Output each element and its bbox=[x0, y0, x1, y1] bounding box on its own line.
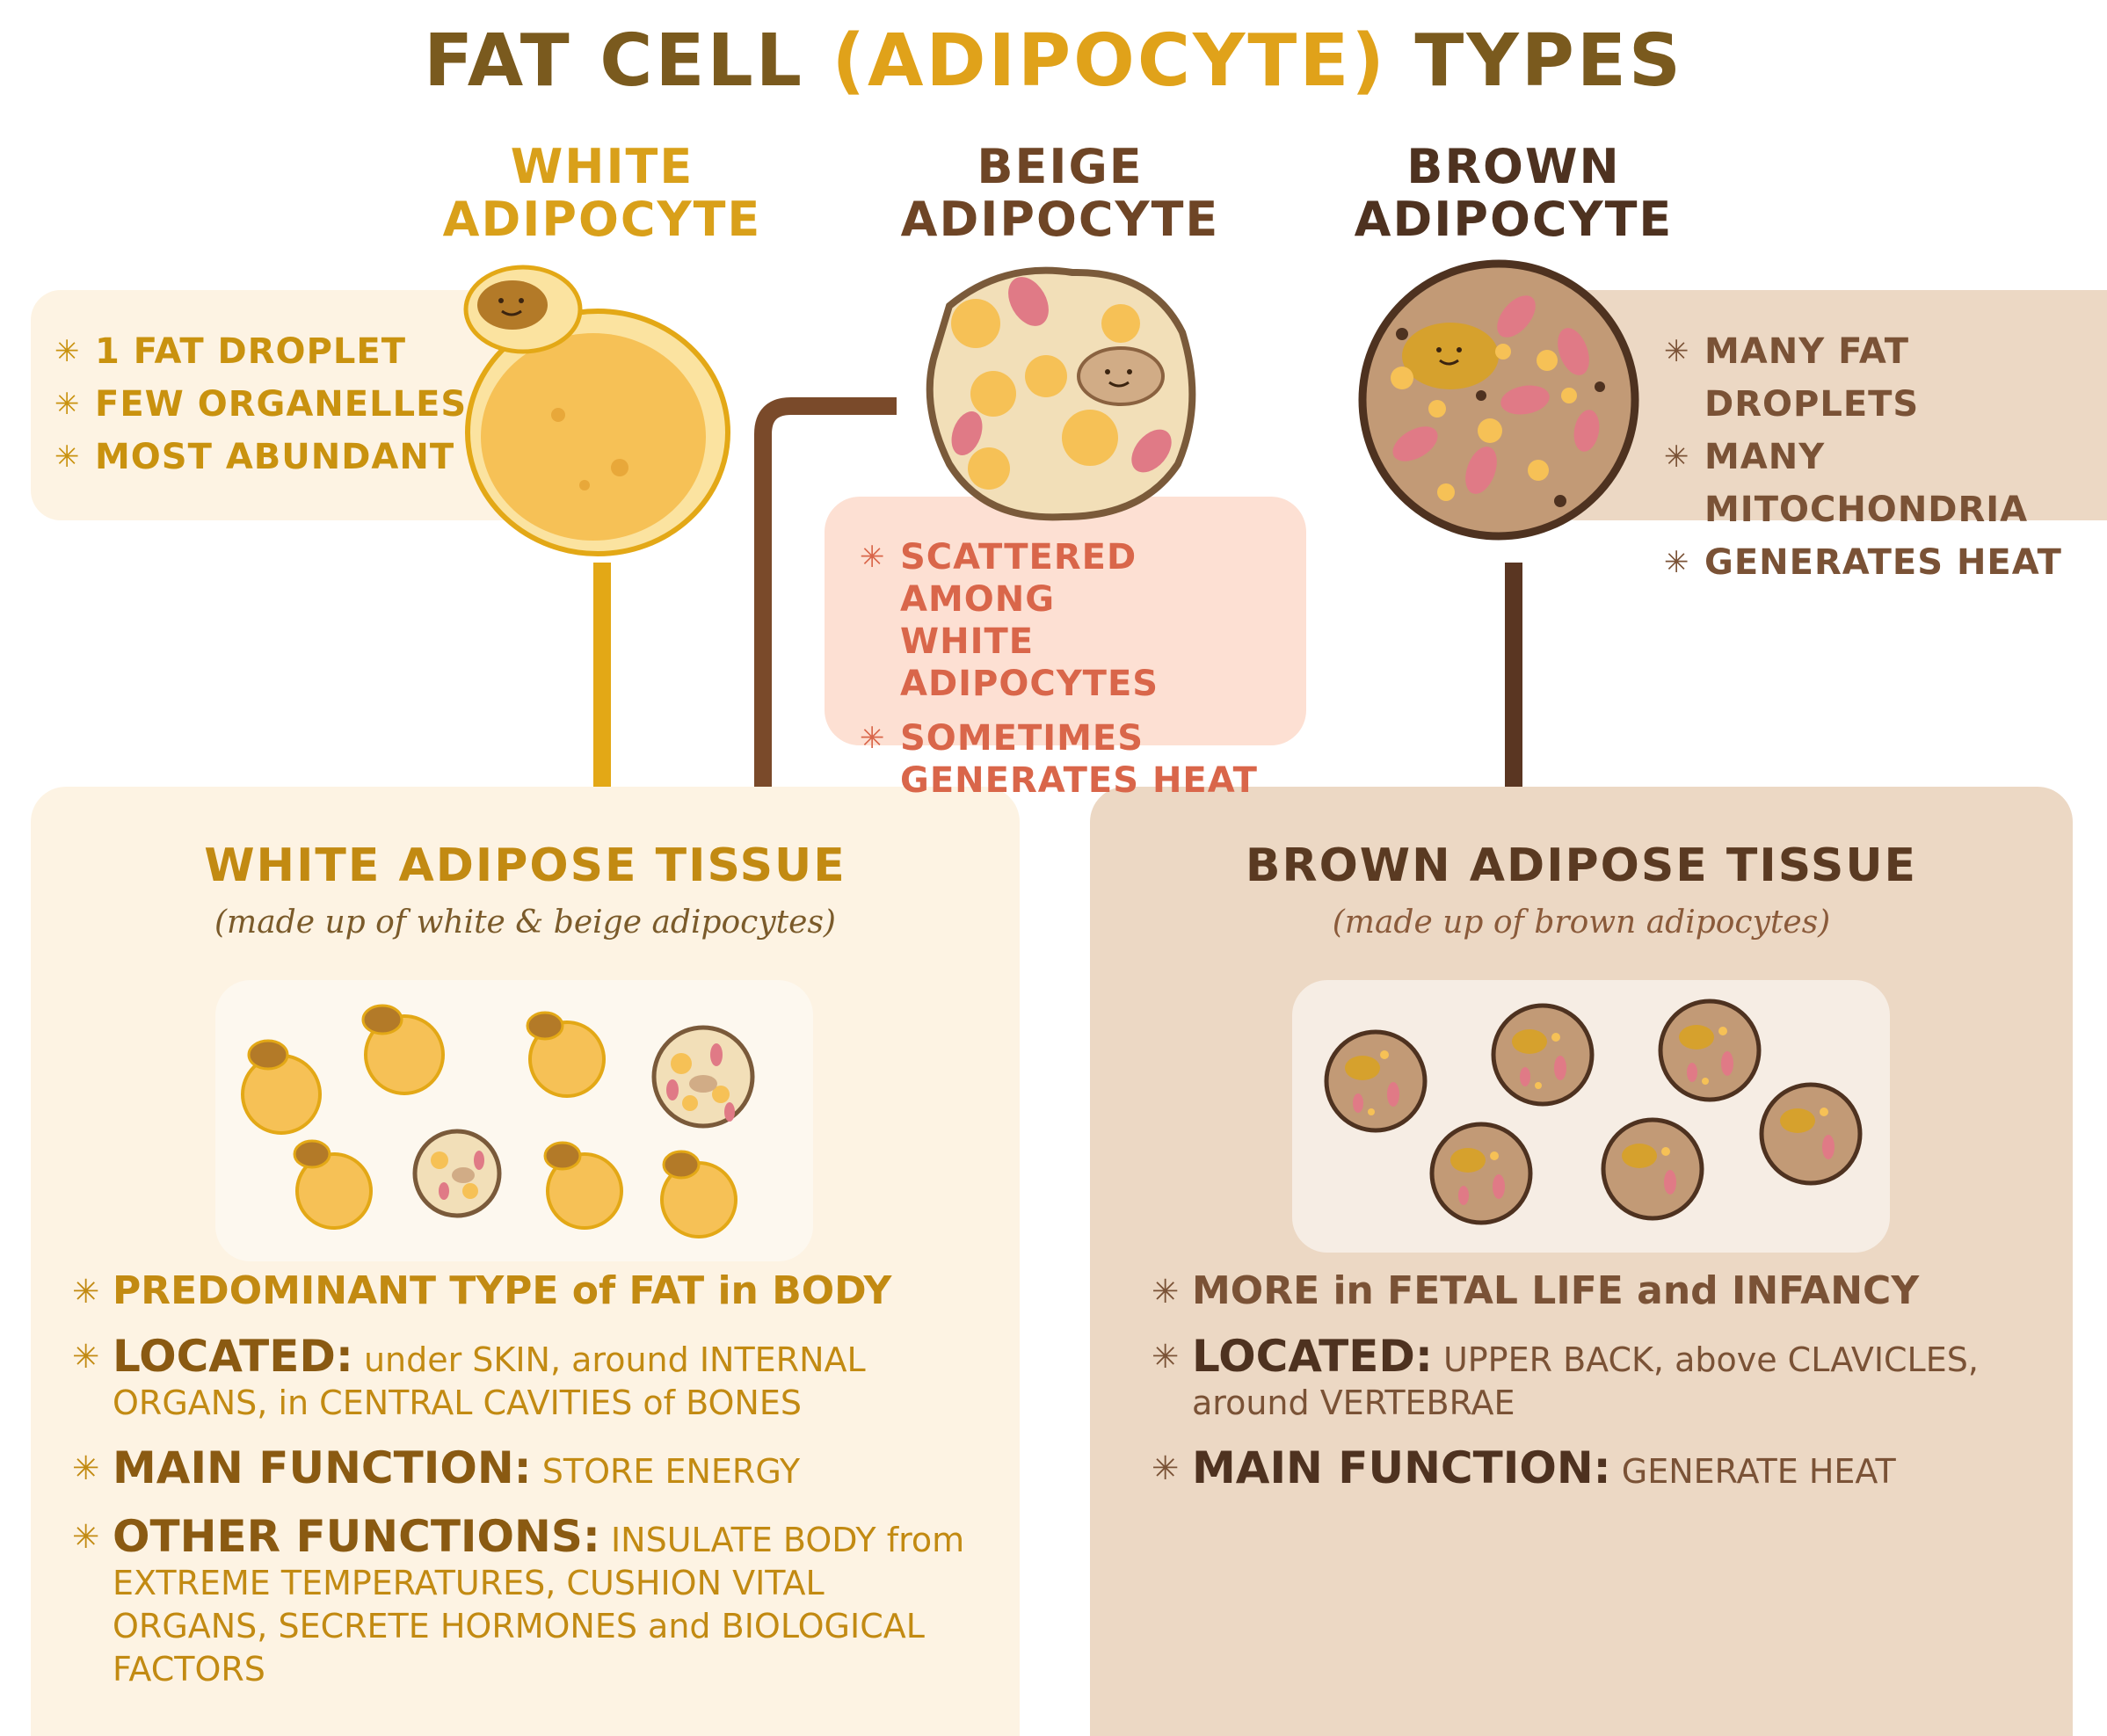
white-cell-bullet: MOST ABUNDANT bbox=[54, 431, 476, 483]
nucleus bbox=[1402, 323, 1499, 389]
white-fact-text: PREDOMINANT TYPE of FAT in BODY bbox=[113, 1268, 892, 1313]
white-tissue-subtitle: (made up of white & beige adipocytes) bbox=[214, 904, 836, 941]
white-cell-title: WHITE ADIPOCYTE bbox=[426, 141, 778, 246]
white-cell-title-line2: ADIPOCYTE bbox=[442, 192, 762, 247]
beige-cell-title-line2: ADIPOCYTE bbox=[900, 192, 1220, 247]
page-title: FAT CELL (ADIPOCYTE) TYPES bbox=[0, 19, 2107, 103]
brown-tissue-facts: MORE in FETAL LIFE and INFANCY LOCATED: … bbox=[1152, 1270, 2057, 1515]
white-tissue-facts: PREDOMINANT TYPE of FAT in BODY LOCATED:… bbox=[72, 1270, 986, 1713]
white-cell-bullets: 1 FAT DROPLET FEW ORGANELLES MOST ABUNDA… bbox=[54, 325, 476, 483]
brown-fact-text: MORE in FETAL LIFE and INFANCY bbox=[1192, 1268, 1920, 1313]
white-fact-key: LOCATED: bbox=[113, 1331, 353, 1382]
beige-adipocyte-illustration bbox=[926, 266, 1196, 521]
white-cell-title-line1: WHITE bbox=[510, 139, 694, 194]
brown-tissue-subtitle: (made up of brown adipocytes) bbox=[1332, 904, 1831, 941]
beige-bullet2-line1: SOMETIMES bbox=[900, 718, 1144, 759]
brown-tissue-panel bbox=[1090, 787, 2073, 1736]
title-accent: (ADIPOCYTE) bbox=[832, 19, 1387, 103]
brown-fact-text: GENERATE HEAT bbox=[1610, 1452, 1896, 1491]
brown-cell-bullets: MANY FAT DROPLETS MANY MITOCHONDRIA GENE… bbox=[1664, 325, 2103, 589]
brown-cell-bullet: MANY FAT DROPLETS bbox=[1664, 325, 2103, 431]
white-fact-key: MAIN FUNCTION: bbox=[113, 1442, 532, 1493]
brown-tissue-header: BROWN ADIPOSE TISSUE (made up of brown a… bbox=[1090, 839, 2073, 941]
nucleus bbox=[1077, 346, 1165, 406]
white-fact: PREDOMINANT TYPE of FAT in BODY bbox=[72, 1268, 986, 1313]
brown-adipocyte-illustration bbox=[1358, 259, 1639, 541]
white-fact-text: INSULATE BODY from EXTREME TEMPERATURES,… bbox=[113, 1521, 965, 1689]
brown-fact: MAIN FUNCTION: GENERATE HEAT bbox=[1152, 1446, 2057, 1493]
title-part1: FAT CELL bbox=[424, 19, 832, 103]
brown-cell-title: BROWN ADIPOCYTE bbox=[1338, 141, 1689, 246]
brown-fact: MORE in FETAL LIFE and INFANCY bbox=[1152, 1268, 2057, 1313]
brown-cell-title-line1: BROWN bbox=[1406, 139, 1621, 194]
white-fact-text: STORE ENERGY bbox=[531, 1452, 801, 1491]
brown-fact-text: UPPER BACK, above CLAVICLES, around VERT… bbox=[1192, 1340, 1979, 1422]
white-cell-bullet: 1 FAT DROPLET bbox=[54, 325, 476, 378]
brown-fact: LOCATED: UPPER BACK, above CLAVICLES, ar… bbox=[1152, 1334, 2057, 1424]
white-tissue-title: WHITE ADIPOSE TISSUE bbox=[204, 839, 846, 892]
brown-tissue-title: BROWN ADIPOSE TISSUE bbox=[1245, 839, 1918, 892]
brown-cell-title-line2: ADIPOCYTE bbox=[1354, 192, 1674, 247]
beige-connector bbox=[754, 397, 897, 787]
brown-fact-key: LOCATED: bbox=[1192, 1331, 1433, 1382]
white-fact-text: under SKIN, around INTERNAL ORGANS, in C… bbox=[113, 1340, 866, 1422]
white-fact: MAIN FUNCTION: STORE ENERGY bbox=[72, 1446, 986, 1493]
beige-cell-title-line1: BEIGE bbox=[977, 139, 1144, 194]
white-fact: LOCATED: under SKIN, around INTERNAL ORG… bbox=[72, 1334, 986, 1424]
beige-bullet1-line1: SCATTERED AMONG bbox=[900, 537, 1137, 620]
white-tissue-illustration bbox=[215, 980, 813, 1261]
brown-cell-bullet: GENERATES HEAT bbox=[1664, 536, 2103, 589]
nucleus bbox=[477, 280, 548, 330]
beige-cell-title: BEIGE ADIPOCYTE bbox=[884, 141, 1236, 246]
brown-cell-bullet: MANY MITOCHONDRIA bbox=[1664, 431, 2103, 536]
white-fact: OTHER FUNCTIONS: INSULATE BODY from EXTR… bbox=[72, 1514, 986, 1690]
brown-tissue-illustration bbox=[1292, 980, 1890, 1253]
white-tissue-header: WHITE ADIPOSE TISSUE (made up of white &… bbox=[31, 839, 1020, 941]
beige-bullet2-line2: GENERATES HEAT bbox=[900, 760, 1258, 801]
beige-bullet1-line2: WHITE ADIPOCYTES bbox=[900, 621, 1159, 704]
white-cell-bullet: FEW ORGANELLES bbox=[54, 378, 476, 431]
white-fact-key: OTHER FUNCTIONS: bbox=[113, 1511, 600, 1562]
brown-fact-key: MAIN FUNCTION: bbox=[1192, 1442, 1611, 1493]
title-part2: TYPES bbox=[1386, 19, 1683, 103]
white-adipocyte-illustration bbox=[463, 265, 730, 556]
